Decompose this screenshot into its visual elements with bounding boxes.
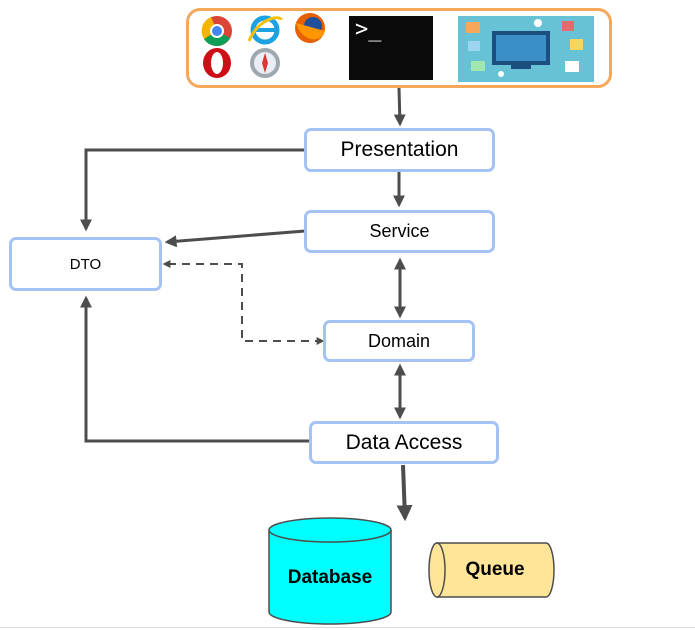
safari-icon	[250, 48, 280, 78]
client-icons	[201, 13, 594, 82]
terminal-prompt: >_	[355, 17, 382, 42]
dto-label: DTO	[69, 255, 102, 273]
dto-box: DTO	[9, 237, 162, 291]
arrow-domain-dto-dashed	[162, 260, 325, 345]
arrow-clients-to-presentation	[393, 87, 406, 127]
arrow-presentation-to-dto	[80, 148, 305, 232]
arrow-data-access-to-dto	[80, 295, 310, 443]
database-cylinder	[268, 517, 392, 625]
presentation-label: Presentation	[340, 138, 459, 161]
clients-box: >_	[186, 8, 612, 88]
opera-icon	[203, 48, 231, 78]
app-dashboard-icon	[458, 16, 594, 82]
data-access-layer: Data Access	[309, 421, 499, 464]
firefox-icon	[295, 13, 325, 43]
queue-label: Queue	[465, 559, 525, 580]
bottom-divider	[0, 627, 695, 628]
internet-explorer-icon	[247, 15, 283, 45]
service-label: Service	[369, 221, 430, 241]
chrome-icon	[201, 16, 232, 47]
domain-layer: Domain	[323, 320, 475, 362]
data-access-label: Data Access	[345, 430, 463, 454]
queue-cylinder	[428, 542, 555, 598]
arrow-service-to-dto	[164, 229, 306, 248]
database-label: Database	[287, 567, 373, 588]
arrow-data-access-to-storage	[396, 464, 413, 522]
terminal-icon	[349, 16, 433, 80]
service-layer: Service	[304, 210, 495, 253]
domain-label: Domain	[367, 330, 431, 351]
presentation-layer: Presentation	[304, 128, 495, 172]
